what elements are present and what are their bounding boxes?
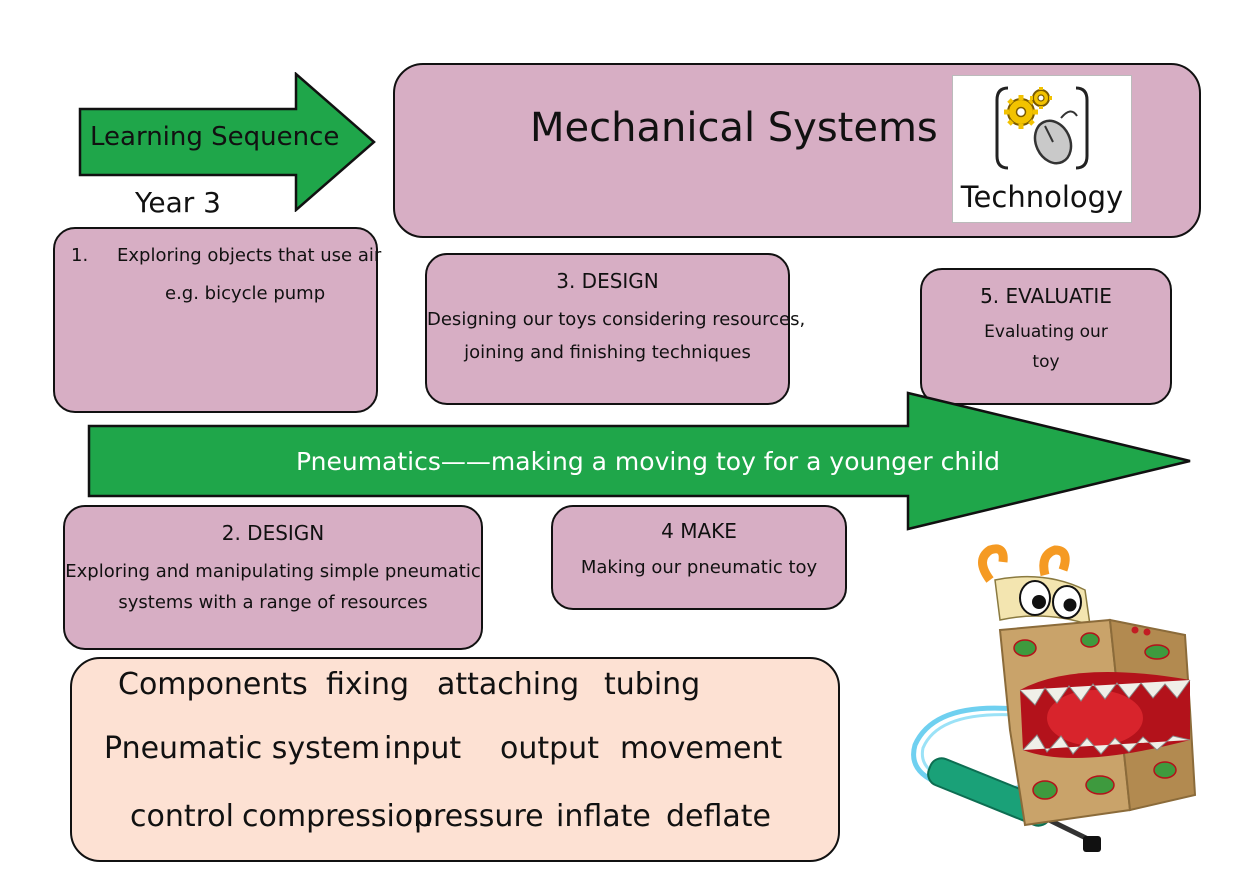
- keyword: Pneumatic system: [104, 731, 381, 766]
- gears-icon: [995, 86, 1089, 170]
- step-1-box: 1. Exploring objects that use air e.g. b…: [53, 227, 382, 413]
- step-3-line-2: joining and finishing techniques: [464, 342, 751, 363]
- keyword: compression: [242, 799, 433, 834]
- step-4-box: 4 MAKE Making our pneumatic toy: [551, 505, 847, 610]
- keyword: Components: [118, 667, 308, 702]
- step-4-line-1: Making our pneumatic toy: [580, 557, 818, 578]
- step-4-heading: 4 MAKE: [661, 519, 737, 543]
- keyword: control: [130, 799, 234, 834]
- keyword: movement: [620, 731, 783, 766]
- technology-badge-label: Technology: [960, 180, 1124, 214]
- vocabulary-box: Components fixing attaching tubing Pneum…: [70, 657, 840, 862]
- year-label: Year 3: [135, 186, 221, 219]
- step-1-line-2: e.g. bicycle pump: [165, 283, 326, 304]
- computer-mouse-icon: [1033, 110, 1078, 165]
- keyword: pressure: [414, 799, 544, 834]
- keyword: output: [500, 731, 599, 766]
- learning-sequence-arrow: [78, 72, 376, 212]
- keyword: input: [384, 731, 462, 766]
- step-5-line-1: Evaluating our: [984, 322, 1108, 342]
- step-3-heading: 3. DESIGN: [556, 269, 659, 293]
- step-5-heading: 5. EVALUATIE: [980, 284, 1112, 308]
- step-5-box: 5. EVALUATIE Evaluating our toy: [920, 268, 1172, 405]
- step-5-line-2: toy: [1032, 352, 1060, 372]
- step-3-line-1: Designing our toys considering resources…: [427, 309, 806, 330]
- page-title: Mechanical Systems: [530, 105, 938, 151]
- technology-badge: Technology: [952, 75, 1132, 223]
- step-2-heading: 2. DESIGN: [221, 521, 325, 545]
- pneumatics-arrow: [87, 391, 1191, 531]
- step-2-line-2: systems with a range of resources: [118, 592, 428, 613]
- keyword: deflate: [666, 799, 771, 834]
- step-1-number: 1.: [71, 245, 89, 266]
- learning-sequence-label: Learning Sequence: [90, 122, 340, 152]
- step-1-line-1: Exploring objects that use air: [117, 245, 382, 266]
- step-3-box: 3. DESIGN Designing our toys considering…: [425, 253, 806, 405]
- keyword: tubing: [604, 667, 701, 702]
- keyword: fixing: [326, 667, 410, 702]
- pneumatics-arrow-label: Pneumatics——making a moving toy for a yo…: [296, 447, 1001, 476]
- step-2-line-1: Exploring and manipulating simple pneuma…: [65, 561, 481, 582]
- keyword: attaching: [437, 667, 580, 702]
- pneumatic-monster-toy-illustration: [911, 544, 1197, 852]
- step-2-box: 2. DESIGN Exploring and manipulating sim…: [63, 505, 483, 650]
- keyword: inflate: [556, 799, 651, 834]
